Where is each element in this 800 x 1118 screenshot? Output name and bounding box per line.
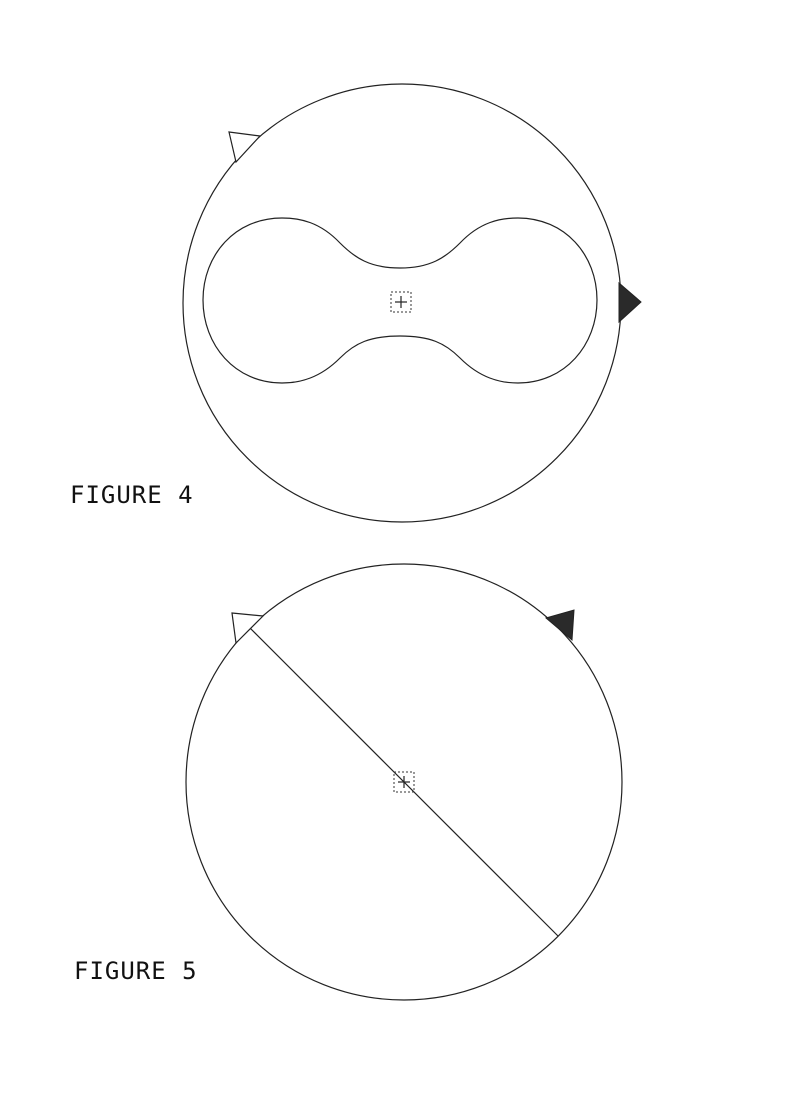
- figure-5-label: FIGURE 5: [74, 957, 198, 985]
- filled-triangle-marker-icon: [618, 281, 642, 324]
- figure-4-peanut-shape: [202, 217, 598, 384]
- figure-4-drawing: [182, 83, 642, 523]
- figure-5-drawing: [185, 563, 623, 1001]
- center-crosshair-icon: [390, 291, 412, 313]
- figure-4-outer-circle: [182, 83, 622, 523]
- center-crosshair-icon: [393, 771, 415, 793]
- figure-4-label: FIGURE 4: [70, 481, 194, 509]
- hollow-triangle-marker-icon: [231, 612, 265, 645]
- figure-5-outer-circle: [185, 563, 623, 1001]
- hollow-triangle-marker-icon: [228, 131, 262, 164]
- filled-triangle-marker-icon: [544, 609, 575, 642]
